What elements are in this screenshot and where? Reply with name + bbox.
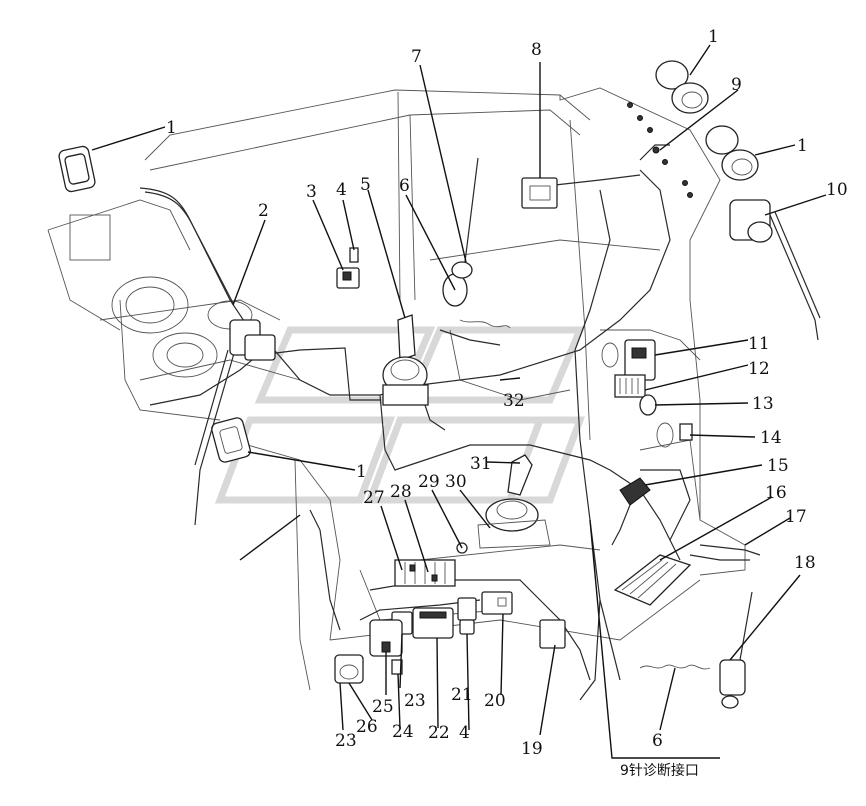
label-2: 2 — [258, 201, 269, 221]
spring-6b-icon — [639, 664, 711, 670]
switch-21-icon — [457, 597, 477, 635]
label-17: 17 — [785, 507, 807, 527]
relay-8-icon — [521, 177, 558, 209]
label-21: 21 — [451, 685, 473, 705]
label-30: 30 — [445, 472, 467, 492]
label-28: 28 — [390, 482, 412, 502]
label-23a: 23 — [404, 691, 426, 711]
label-4a: 4 — [336, 180, 347, 200]
label-29: 29 — [418, 472, 440, 492]
part-24-icon — [391, 659, 403, 675]
label-25: 25 — [372, 697, 394, 717]
label-6a: 6 — [399, 176, 410, 196]
left-console — [69, 214, 253, 378]
label-9: 9 — [731, 75, 742, 95]
module-22-icon — [412, 607, 454, 639]
label-18: 18 — [794, 553, 816, 573]
joystick-31-icon — [477, 454, 551, 549]
buzzer-6-icon — [442, 273, 511, 329]
label-32: 32 — [503, 391, 525, 411]
label-14: 14 — [760, 428, 782, 448]
relay-19-icon — [539, 619, 566, 649]
label-24: 24 — [392, 722, 414, 742]
label-10: 10 — [826, 180, 848, 200]
label-3: 3 — [306, 182, 317, 202]
work-lamp-left-icon — [58, 145, 96, 193]
diagnostic-port-label: 9针诊断接口 — [620, 762, 699, 779]
switch-4-icon — [349, 247, 359, 263]
work-lamp-front-icon — [655, 60, 709, 114]
wiper-motor-icon — [729, 199, 821, 341]
label-1a: 1 — [166, 118, 177, 138]
pedal-15-icon — [611, 477, 651, 546]
label-6b: 6 — [652, 731, 663, 751]
label-27: 27 — [363, 488, 385, 508]
joystick-5-icon — [382, 314, 429, 406]
socket-13-icon — [639, 394, 674, 448]
label-26: 26 — [356, 717, 378, 737]
work-lamp-right-icon — [705, 125, 759, 181]
label-5: 5 — [360, 175, 371, 195]
switch-25-icon — [369, 619, 403, 657]
label-8: 8 — [531, 40, 542, 60]
label-23b: 23 — [335, 731, 357, 751]
left-wiper-icon — [194, 319, 276, 526]
label-31: 31 — [470, 454, 492, 474]
switch-3-icon — [336, 267, 360, 289]
label-12: 12 — [748, 359, 770, 379]
sensor-14-icon — [679, 423, 693, 441]
panel-holes-icon — [627, 102, 693, 198]
label-19: 19 — [521, 739, 543, 759]
label-7: 7 — [411, 47, 422, 67]
label-11: 11 — [748, 334, 770, 354]
antenna-18-icon — [719, 591, 753, 709]
part-number-labels: 1 1 1 1 2 3 4 5 6 7 8 9 10 11 12 13 14 1… — [166, 27, 848, 759]
fuse-box-12-icon — [614, 374, 646, 398]
label-15: 15 — [767, 456, 789, 476]
label-1b: 1 — [708, 27, 719, 47]
label-16: 16 — [765, 483, 787, 503]
connector-9-icon — [639, 144, 670, 161]
label-22: 22 — [428, 723, 450, 743]
relay-20-icon — [481, 591, 513, 615]
label-20: 20 — [484, 691, 506, 711]
horn-26-icon — [334, 654, 364, 684]
label-4b: 4 — [459, 723, 470, 743]
rear-lamp-icon — [211, 417, 251, 463]
label-1c: 1 — [797, 136, 808, 156]
label-1d: 1 — [356, 462, 367, 482]
label-13: 13 — [752, 394, 774, 414]
leader-lines — [91, 44, 827, 759]
instrument-11-icon — [601, 339, 656, 381]
controller-16-icon — [613, 554, 692, 606]
antenna-7-icon — [451, 157, 479, 279]
